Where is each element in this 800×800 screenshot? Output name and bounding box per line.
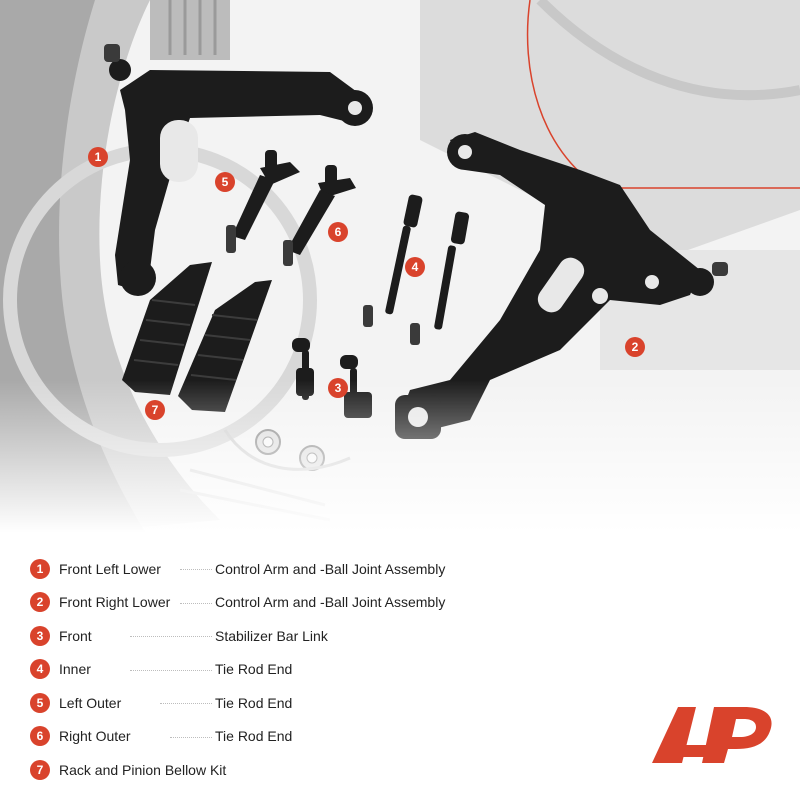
legend-badge: 4 (30, 659, 50, 680)
legend-row: 3 Front Stabilizer Bar Link (30, 619, 550, 653)
legend-badge: 3 (30, 625, 50, 646)
legend-badge: 1 (30, 558, 50, 579)
legend-row: 4 Inner Tie Rod End (30, 653, 550, 687)
legend-leader-line (130, 636, 212, 637)
callout-1: 1 (88, 147, 108, 167)
legend-part-desc: Control Arm and -Ball Joint Assembly (215, 594, 446, 611)
legend-part-name: Right Outer (59, 728, 135, 745)
legend-part-desc: Tie Rod End (215, 728, 293, 745)
legend-leader-line (170, 736, 212, 738)
legend-part-name: Front Right Lower (59, 594, 175, 611)
legend-leader-line (160, 703, 212, 704)
callout-5: 5 (215, 172, 235, 192)
legend-row: 5 Left Outer Tie Rod End (30, 686, 550, 720)
callout-4: 4 (405, 257, 425, 277)
white-fade-overlay (0, 380, 800, 560)
legend-row: 6 Right Outer Tie Rod End (30, 720, 550, 754)
legend-leader-line (180, 569, 212, 570)
legend-part-name: Inner (59, 661, 95, 678)
legend-badge: 2 (30, 592, 50, 613)
ap-logo (652, 707, 772, 763)
legend-badge: 6 (30, 726, 50, 747)
legend-part-name: Front Left Lower (59, 560, 165, 577)
legend-badge: 7 (30, 759, 50, 780)
parts-legend: 1 Front Left Lower Control Arm and -Ball… (30, 552, 550, 787)
right-outer-tie-rod (283, 165, 356, 266)
legend-part-desc: Tie Rod End (215, 694, 293, 711)
front-left-control-arm (104, 44, 373, 296)
left-outer-tie-rod (226, 150, 300, 253)
callout-3: 3 (328, 378, 348, 398)
legend-part-name: Front (59, 627, 96, 644)
legend-leader-line (130, 669, 212, 671)
legend-leader-line (180, 602, 212, 604)
legend-part-desc: Control Arm and -Ball Joint Assembly (215, 560, 446, 577)
legend-part-desc: Tie Rod End (215, 661, 293, 678)
legend-row: 2 Front Right Lower Control Arm and -Bal… (30, 586, 550, 620)
legend-badge: 5 (30, 692, 50, 713)
legend-part-desc: Stabilizer Bar Link (215, 627, 328, 644)
inner-tie-rods (363, 194, 470, 345)
callout-6: 6 (328, 222, 348, 242)
legend-part-name: Rack and Pinion Bellow Kit (59, 761, 231, 778)
legend-row: 7 Rack and Pinion Bellow Kit (30, 753, 550, 787)
callout-2: 2 (625, 337, 645, 357)
callout-7: 7 (145, 400, 165, 420)
legend-row: 1 Front Left Lower Control Arm and -Ball… (30, 552, 550, 586)
rack-pinion-bellows (122, 262, 272, 412)
legend-part-name: Left Outer (59, 694, 126, 711)
